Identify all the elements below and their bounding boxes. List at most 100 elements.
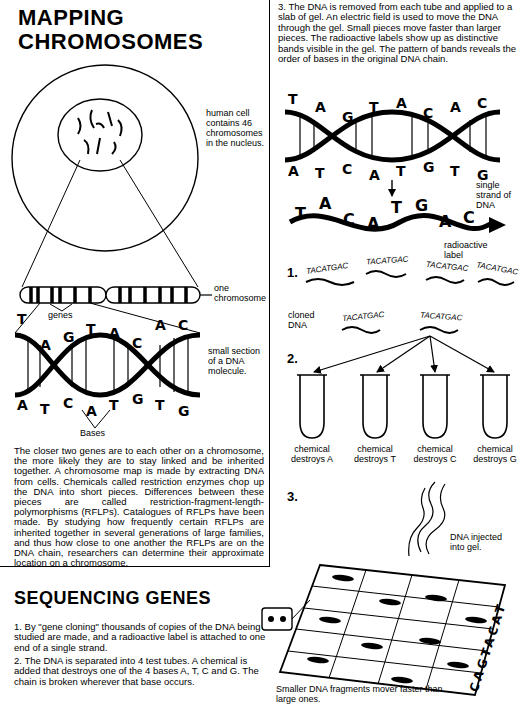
base-letter: A [155,318,166,333]
tube-shape [475,372,515,442]
tube-label: chemical destroys T [349,444,401,464]
base-letter: A [315,100,326,115]
step-text: 2. The DNA is separated into 4 test tube… [14,656,266,687]
band [391,676,414,684]
test-tube: chemical destroys A [292,372,332,472]
base-letter: T [391,200,402,215]
base-letter: T [17,312,27,327]
step-text: 1. By "gene cloning" thousands of copies… [14,622,266,653]
fragment-strand [306,279,354,285]
arrow [430,336,435,372]
body-text: The closer two genes are to each other o… [14,446,264,568]
callout-text: Bases [80,428,105,438]
base-letter: A [319,196,331,211]
step-number: 3. [287,490,298,504]
base-rungs [28,336,188,394]
base-letter: C [463,210,475,225]
step-number: 2. [287,352,298,366]
callout-text: genes [48,310,73,320]
chromosome-arm [20,287,106,303]
nucleus-outline [58,99,142,171]
tube-shape [355,372,395,442]
base-letter: T [450,164,460,179]
dna-helix [285,112,500,229]
base-letter: G [423,160,435,175]
base-letter: C [132,336,142,351]
chromosome-bands [31,287,186,303]
test-tube: chemical destroys G [475,372,515,472]
base-letter: T [369,100,379,115]
band [361,642,384,650]
arrow [314,336,430,372]
fragment-label: TACATGAC [306,261,349,276]
base-letter: C [423,106,433,121]
fragment-label: TACATGAC [426,260,469,273]
leader-line [50,304,72,311]
caption-text: Smaller DNA fragments mover faster than … [276,684,454,704]
base-letter: T [295,206,306,221]
band [447,661,470,669]
base-letter: G [178,404,190,419]
dna-stream [409,488,425,556]
fragment-label: TACATGAC [420,311,463,323]
down-arrow [391,180,392,196]
section-heading: SEQUENCING GENES [14,588,211,608]
base-letter: C [178,318,188,333]
fragment-strand [342,327,380,333]
base-letter: C [343,212,355,227]
helix-strand [285,112,500,160]
base-letter: T [155,398,165,413]
split-arrows [314,336,494,372]
tube-outline [480,375,510,438]
base-letter: C [477,96,487,111]
fragment-strand [478,279,514,285]
radioactive-label-marker [489,217,506,233]
chromosome-squiggles [78,110,122,154]
test-tube: chemical destroys T [355,372,395,472]
tube-outline [360,375,390,438]
cell-outline [12,65,198,251]
tube-label: chemical destroys C [409,444,461,464]
base-letter: T [288,92,298,107]
base-letter: T [109,398,119,413]
callout-text: radioactive label [444,240,504,260]
leader-line [200,294,212,295]
fragment-label: TACATGAC [342,310,385,323]
base-letter: A [450,100,461,115]
helix-strand [285,112,500,160]
callout-text: cloned DNA [288,310,332,330]
base-letter: A [369,168,380,183]
dna-stream [426,484,445,554]
power-supply [262,600,310,630]
base-letter: A [86,404,97,419]
panel-title: MAPPING CHROMOSOMES [18,6,238,54]
base-letter: C [63,396,73,411]
tube-label: chemical destroys G [469,444,521,464]
step-number: 1. [287,266,298,280]
base-letter: G [415,198,428,213]
base-letter: G [342,110,354,125]
gel-grid [288,570,499,689]
base-letter: A [288,164,299,179]
base-letter: C [342,162,352,177]
base-letter: G [132,392,144,407]
tube-outline [297,375,327,438]
base-letter: T [396,164,406,179]
zoom-line [22,160,198,287]
terminal [280,616,286,622]
callout-text: DNA injected into gel. [450,532,512,552]
fragment-strand [426,277,464,283]
tube-outline [420,375,450,438]
fragment-strand [420,327,458,333]
power-box [262,608,292,630]
arrow [430,336,494,372]
base-letter: A [396,96,407,111]
callout-text: single strand of DNA [476,180,522,210]
fragment-label: TACATGAC [476,260,519,276]
base-letter: A [40,338,51,353]
arrow [377,336,430,372]
single-strand [290,215,490,229]
base-letter: A [17,398,28,413]
fragment-strand [366,271,406,277]
